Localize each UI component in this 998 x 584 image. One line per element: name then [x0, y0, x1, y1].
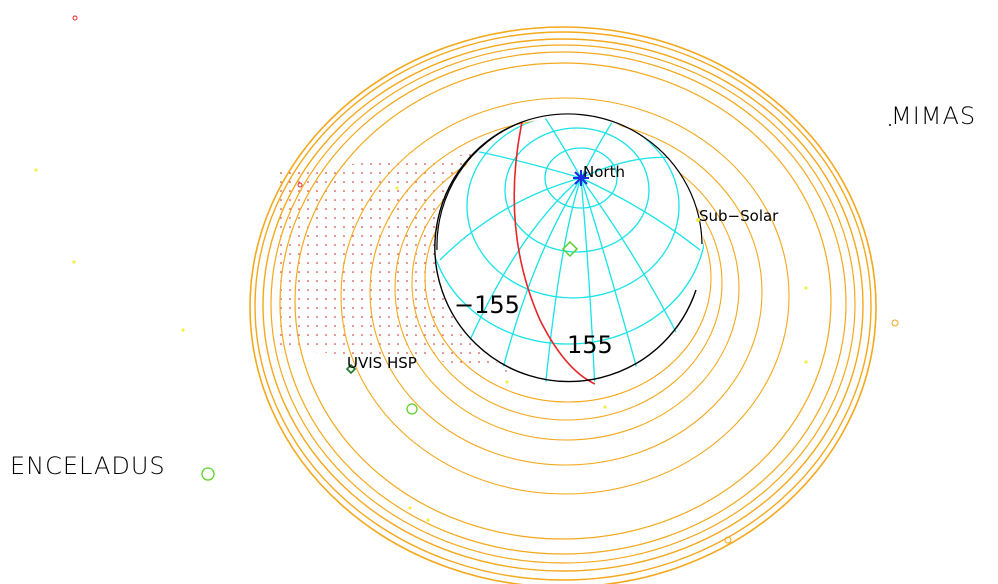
north-label: North [583, 163, 625, 181]
mimas-label: MIMAS [891, 102, 976, 130]
north-pole-icon [573, 170, 589, 186]
enceladus-circle-icon [201, 467, 215, 481]
planet-disk [434, 113, 704, 385]
longitude-label-east: 155 [567, 331, 613, 359]
sub-solar-diamond-icon [561, 240, 579, 258]
sub-solar-point-icon [696, 218, 700, 222]
uvis-diamond-icon [345, 363, 357, 375]
enceladus-label: ENCELADUS [10, 452, 166, 480]
sub-solar-label: Sub−Solar [699, 207, 779, 225]
moon-circle-icon [406, 403, 418, 415]
uvis-hsp-label: UVIS HSP [347, 354, 417, 372]
mimas-dot-icon [889, 124, 891, 126]
longitude-label-west: −155 [454, 291, 520, 319]
